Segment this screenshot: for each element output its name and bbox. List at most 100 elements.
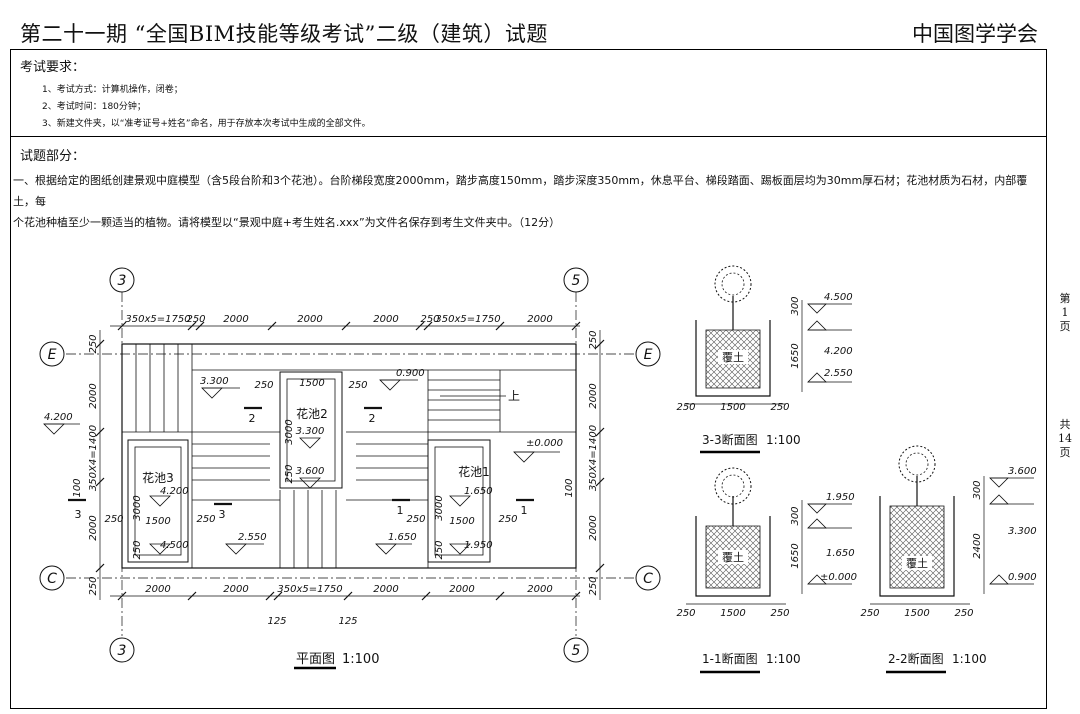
- grid-label: C: [643, 571, 653, 587]
- dim-label: 250: [676, 402, 695, 413]
- dim-label: 1500: [720, 402, 745, 413]
- grid-bubble-3-top: [109, 267, 135, 293]
- pool-label: 花池2: [296, 406, 328, 421]
- requirement-item: 1、考试方式：计算机操作，闭卷；: [42, 85, 183, 95]
- section-mark: 2: [369, 412, 376, 425]
- grid-bubble-E-left: [39, 341, 65, 367]
- grid-bubble-C-right: [635, 565, 661, 591]
- dim-label: 250: [348, 380, 367, 391]
- dim-label: 100: [72, 478, 83, 497]
- organization-name: 中国图学学会: [912, 22, 1038, 46]
- dim-label: 250: [676, 608, 695, 619]
- plan-view: [39, 267, 661, 663]
- elevation-label: 0.900: [1008, 572, 1037, 583]
- dim-label: 250: [284, 464, 295, 483]
- dim-label: 350x5=1750: [277, 584, 342, 595]
- dim-label: 250: [588, 330, 599, 349]
- elevation-label: 3.600: [1008, 466, 1037, 477]
- grid-bubble-3-bottom: [109, 637, 135, 663]
- dim-label: 250: [132, 540, 143, 559]
- dim-label: 100: [564, 478, 575, 497]
- dim-label: 2000: [145, 584, 170, 595]
- section-mark: 2: [249, 412, 256, 425]
- dim-label: 250: [770, 402, 789, 413]
- dim-label: 250: [88, 334, 99, 353]
- dim-label: 250: [88, 576, 99, 595]
- dim-label: 250: [434, 540, 445, 559]
- elevation-label: 3.300: [200, 376, 229, 387]
- dim-label: 1500: [449, 516, 474, 527]
- dim-label: 250: [954, 608, 973, 619]
- section-mark: 3: [75, 508, 82, 521]
- pool-label: 花池1: [458, 464, 490, 479]
- dim-label: 1500: [720, 608, 745, 619]
- dim-label: 125: [338, 616, 357, 627]
- dim-label: 250: [196, 514, 215, 525]
- pool-3-outline: [127, 439, 189, 563]
- dim-label: 350X4=1400: [588, 425, 599, 491]
- elevation-label: 4.200: [44, 412, 73, 423]
- stair-bottom-middle: [279, 490, 337, 568]
- grid-label: E: [48, 347, 57, 363]
- dim-label: 250: [860, 608, 879, 619]
- grid-label: 5: [572, 643, 581, 659]
- dim-label: 300: [790, 296, 801, 315]
- plan-caption: 平面图: [296, 652, 335, 667]
- dim-label: 1500: [299, 378, 324, 389]
- section-mark: 3: [219, 508, 226, 521]
- dim-label: 250: [254, 380, 273, 391]
- drawing-frame: [10, 49, 1047, 709]
- section-scale: 1:100: [766, 652, 801, 666]
- dim-label: 250: [186, 314, 205, 325]
- elevation-label: ±0.000: [526, 438, 563, 449]
- dim-label: 2000: [527, 314, 552, 325]
- section-caption: 3-3断面图: [702, 432, 758, 447]
- dim-label: 3000: [132, 495, 143, 520]
- pool-label: 花池3: [142, 470, 174, 485]
- dim-label: 3000: [284, 419, 295, 444]
- dim-label: 1500: [145, 516, 170, 527]
- pool-1-outline: [427, 439, 491, 563]
- dim-label: 250: [420, 314, 439, 325]
- elevation-label: 3.600: [296, 466, 325, 477]
- grid-bubble-C-left: [39, 565, 65, 591]
- dim-label: 2000: [527, 584, 552, 595]
- elevation-label: 3.300: [1008, 526, 1037, 537]
- section-mark: 1: [397, 504, 404, 517]
- dim-label: 125: [267, 616, 286, 627]
- page-number: 第 1 页: [1059, 292, 1071, 333]
- elevation-label: 1.650: [826, 548, 855, 559]
- dim-label: 2000: [373, 584, 398, 595]
- elevation-label: 2.550: [238, 532, 267, 543]
- tree-icon: [714, 265, 752, 303]
- up-label: 上: [508, 389, 520, 403]
- tree-icon: [714, 467, 752, 505]
- requirements-heading: 考试要求：: [20, 60, 86, 75]
- dim-label: 2000: [223, 584, 248, 595]
- dim-label: 250: [104, 514, 123, 525]
- grid-bubble-5-bottom: [563, 637, 589, 663]
- section-1-1: [686, 467, 852, 605]
- dim-label: 2000: [588, 383, 599, 408]
- grid-label: 3: [118, 643, 127, 659]
- sections-text: 覆土 4.500 4.200 2.550 300 1650 250 1500 2…: [676, 292, 1036, 666]
- section-scale: 1:100: [766, 433, 801, 447]
- requirement-item: 3、新建文件夹，以“准考证号+姓名”命名，用于存放本次考试中生成的全部文件。: [42, 119, 371, 129]
- dim-label: 300: [972, 480, 983, 499]
- elevation-label: 4.200: [160, 486, 189, 497]
- elevation-label: 4.500: [160, 540, 189, 551]
- question-heading: 试题部分：: [20, 149, 86, 164]
- elevation-label: 4.500: [824, 292, 853, 303]
- elevation-label: 1.650: [388, 532, 417, 543]
- elevation-label: 0.900: [396, 368, 425, 379]
- dim-label: 2000: [223, 314, 248, 325]
- exam-title: 第二十一期 “全国BIM技能等级考试”二级（建筑）试题: [20, 22, 548, 46]
- dim-label: 3000: [434, 495, 445, 520]
- section-mark: 1: [521, 504, 528, 517]
- dim-label: 2000: [449, 584, 474, 595]
- grid-bubble-5-top: [563, 267, 589, 293]
- elevation-label: 1.650: [464, 486, 493, 497]
- page-total: 共 14 页: [1058, 418, 1072, 459]
- soil-label: 覆土: [722, 551, 744, 564]
